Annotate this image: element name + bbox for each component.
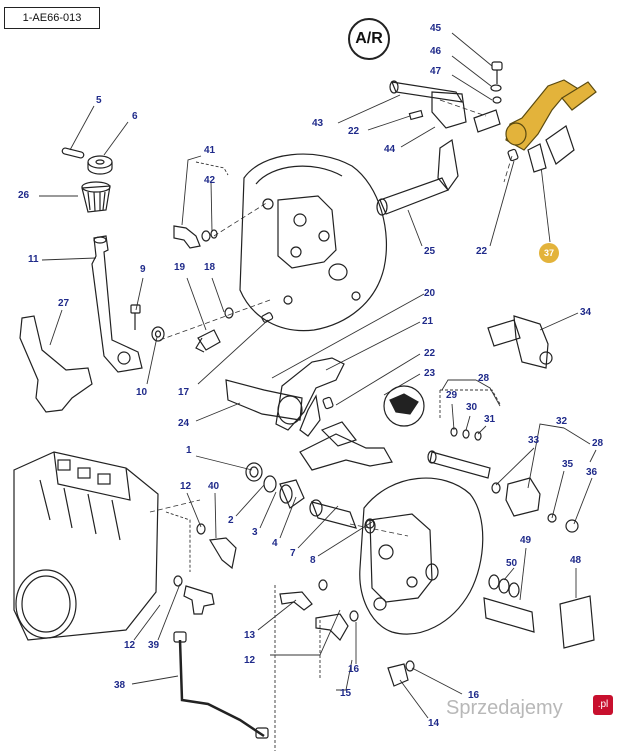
callout-12-lower: 12 (244, 655, 256, 666)
part-symbol-disc (383, 385, 425, 427)
callout-35: 35 (562, 459, 574, 470)
callout-46: 46 (430, 46, 442, 57)
callout-30: 30 (466, 402, 478, 413)
callout-7: 7 (290, 548, 296, 559)
part-shift-fork-center (225, 357, 345, 437)
callout-44: 44 (384, 144, 396, 155)
callout-6: 6 (132, 111, 138, 122)
callout-17: 17 (178, 387, 190, 398)
callout-43: 43 (312, 118, 324, 129)
callout-21: 21 (422, 316, 434, 327)
callout-41: 41 (204, 145, 216, 156)
callout-16-right: 16 (468, 690, 480, 701)
part-spring-clip (473, 109, 501, 133)
callout-47: 47 (430, 66, 442, 77)
callout-13: 13 (244, 630, 256, 641)
callout-19: 19 (174, 262, 186, 273)
callout-36: 36 (586, 467, 598, 478)
callout-1: 1 (186, 445, 192, 456)
callout-26: 26 (18, 190, 30, 201)
callout-10: 10 (136, 387, 148, 398)
callout-15: 15 (340, 688, 352, 699)
callout-49: 49 (520, 535, 532, 546)
callout-28-lower: 28 (592, 438, 604, 449)
callout-16-mid: 16 (348, 664, 360, 675)
callout-18: 18 (204, 262, 216, 273)
part-shift-fork-highlighted (505, 79, 597, 173)
callout-8: 8 (310, 555, 316, 566)
part-adapter-14 (387, 660, 415, 687)
callout-23: 23 (424, 368, 436, 379)
part-elbow-15 (315, 610, 359, 641)
callout-45: 45 (430, 23, 442, 34)
part-fitting-40 (196, 523, 237, 570)
callout-34: 34 (580, 307, 592, 318)
watermark-badge: .pl (593, 695, 613, 715)
callout-50: 50 (506, 558, 518, 569)
part-lower-housing (359, 477, 484, 635)
part-elbow-13 (279, 579, 328, 611)
part-bolt-9 (130, 304, 141, 330)
part-housing-cover (239, 153, 388, 332)
callout-9: 9 (140, 264, 146, 275)
callout-48: 48 (570, 555, 582, 566)
reference-code-box: 1-AE66-013 (4, 7, 100, 29)
callout-12-upper: 12 (180, 481, 192, 492)
assembly-axes (149, 99, 513, 537)
part-nut (87, 155, 113, 175)
part-roll-pin (61, 147, 85, 159)
watermark-text: Sprzedajemy (446, 697, 563, 719)
part-shift-finger (299, 421, 393, 471)
callout-14: 14 (428, 718, 440, 729)
part-brake-pipe (178, 639, 265, 738)
callout-22-mid: 22 (424, 348, 436, 359)
part-piston-stack (245, 462, 376, 534)
callout-32: 32 (556, 416, 568, 427)
part-detent-parts (427, 427, 491, 479)
callout-22-right: 22 (476, 246, 488, 257)
callout-40: 40 (208, 481, 220, 492)
callout-12-left: 12 (124, 640, 136, 651)
part-solenoid-actuator (487, 315, 553, 369)
part-selector-rod (389, 80, 467, 129)
callout-4: 4 (272, 538, 278, 549)
part-fastener-stack (490, 61, 503, 104)
callout-25: 25 (424, 246, 436, 257)
callout-29: 29 (446, 390, 458, 401)
leader-lines (39, 32, 597, 719)
callout-20: 20 (424, 288, 436, 299)
part-pump-body (13, 451, 159, 641)
callout-27: 27 (58, 298, 70, 309)
callout-33: 33 (528, 435, 540, 446)
part-elbow-fitting-top (173, 225, 218, 249)
callout-39: 39 (148, 640, 160, 651)
part-washer-10 (151, 326, 165, 342)
callout-24: 24 (178, 418, 190, 429)
callout-28-upper: 28 (478, 373, 490, 384)
ar-badge: A/R (348, 18, 390, 60)
callout-37-highlighted: 37 (539, 243, 559, 263)
part-pedal (19, 315, 93, 413)
group-brackets (165, 161, 501, 751)
part-solenoid-valve (483, 574, 595, 649)
callout-22-top: 22 (348, 126, 360, 137)
part-knurled-cap (81, 181, 111, 213)
callout-42: 42 (204, 175, 216, 186)
callout-2: 2 (228, 515, 234, 526)
callout-5: 5 (96, 95, 102, 106)
part-tee-fitting (173, 575, 215, 615)
part-bleed-fitting (195, 307, 274, 353)
callout-3: 3 (252, 527, 258, 538)
part-lever (91, 235, 143, 373)
callout-38: 38 (114, 680, 126, 691)
callout-11: 11 (28, 254, 39, 265)
part-pipe-end (173, 631, 269, 739)
part-valve-block (491, 477, 579, 533)
callout-31: 31 (484, 414, 496, 425)
part-pin-assembly (376, 138, 459, 216)
